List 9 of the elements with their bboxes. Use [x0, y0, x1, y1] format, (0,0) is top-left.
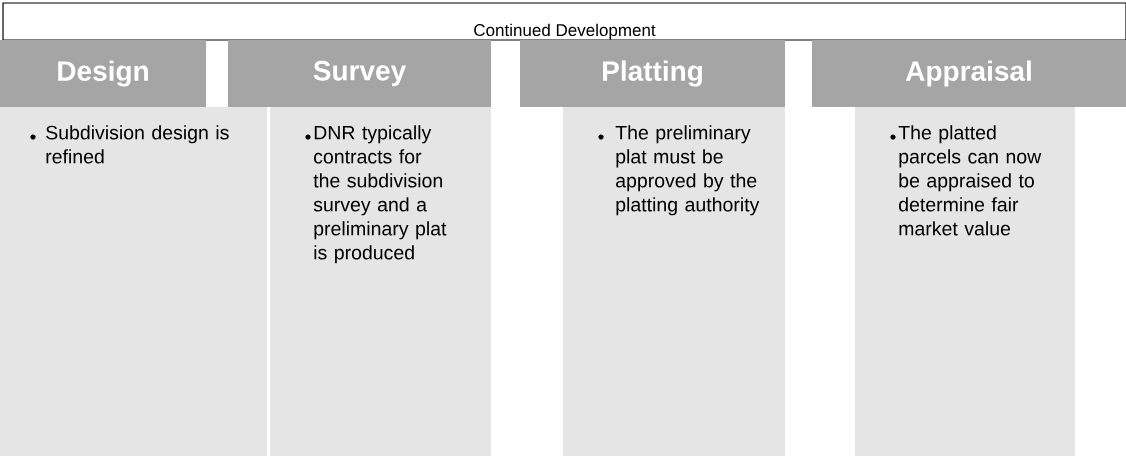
header-box: Survey — [228, 40, 491, 107]
bullet-box: Subdivision design is refined — [0, 107, 267, 456]
bullet-box: DNR typically contracts for the subdivision survey and a preliminary plat is produced — [270, 107, 491, 456]
banner-box: Continued Development — [2, 2, 1126, 41]
header-box: Design — [0, 40, 206, 107]
bullet-box: The platted parcels can now be appraised to determine fair market value — [855, 107, 1075, 456]
header-box: Platting — [520, 40, 785, 107]
bullet-box: The preliminary plat must be approved by the platting authority — [563, 107, 785, 456]
header-box: Appraisal — [812, 40, 1126, 107]
